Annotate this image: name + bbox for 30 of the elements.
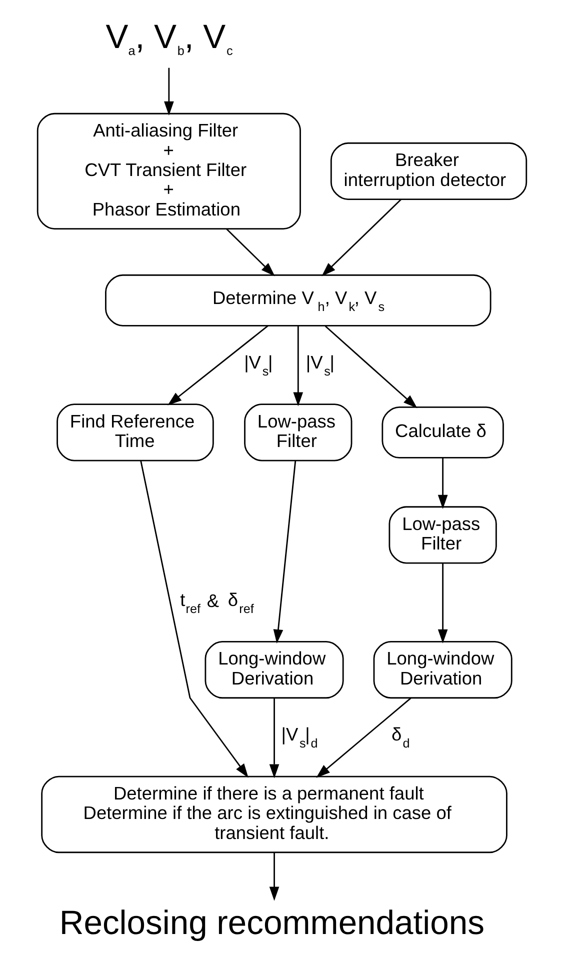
node-box: Determine if there is a permanent fault Determine if the arc is extinguished in case of transient fault.	[41, 776, 508, 854]
arrow	[438, 458, 448, 509]
arrow	[164, 68, 174, 116]
node-box: Calculate δ	[382, 406, 504, 458]
arrow	[269, 852, 280, 901]
arrow	[316, 698, 412, 778]
node-text: V$_{a}$, V$_{b}$, V$_{c}$	[106, 18, 233, 58]
arrow	[168, 325, 268, 406]
arrow	[269, 698, 280, 778]
node-box: Determine V$_{h}$, V$_{k}$, V$_{s}$	[105, 274, 492, 326]
node-box: Low-pass Filter	[244, 404, 352, 462]
arrow	[273, 460, 296, 644]
node-box: Long-window Derivation	[204, 641, 344, 699]
arrow	[293, 326, 304, 406]
node-box: Long-window Derivation	[373, 641, 512, 699]
node-box: Breaker interruption detector	[330, 142, 528, 200]
node-box: Anti-aliasing Filter + CVT Transient Filter + Phasor Estimation	[36, 112, 301, 230]
arrow	[438, 563, 448, 644]
edge-label: δ$_{d}$	[392, 724, 410, 751]
arrow	[324, 326, 418, 408]
node-text: Reclosing recommendations	[59, 904, 484, 942]
arrow	[226, 228, 275, 276]
edge-label: t$_{ref}$ & δ$_{ref}$	[180, 588, 254, 616]
edge-label: |V$_{s}$|	[306, 351, 335, 378]
edge-label: |V$_{s}$|$_{d}$	[281, 724, 318, 751]
arrow	[140, 460, 248, 778]
node-box: Find Reference Time	[56, 404, 214, 462]
node-box: Low-pass Filter	[388, 506, 497, 564]
arrow	[322, 198, 402, 276]
edge-label: |V$_{s}$|	[244, 351, 273, 378]
